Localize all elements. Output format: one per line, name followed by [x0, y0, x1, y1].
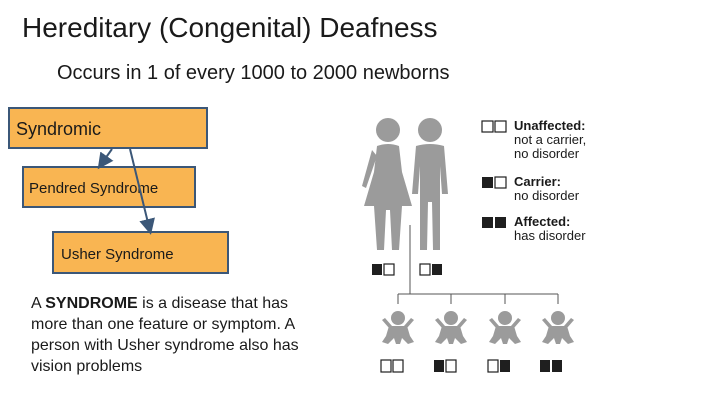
child1-allele-2: [392, 359, 404, 373]
baby-icon-4: [542, 311, 574, 344]
mother-allele-2: [383, 263, 395, 276]
legend-carrier-square-2: [494, 176, 507, 189]
page-subtitle: Occurs in 1 of every 1000 to 2000 newbor…: [57, 62, 450, 84]
child4-allele-1: [540, 360, 550, 372]
child1-allele-1: [380, 359, 392, 373]
desc-prefix: A: [31, 295, 46, 312]
inheritance-diagram: Unaffected: not a carrier, no disorder C…: [362, 118, 624, 373]
mother-icon: [362, 118, 412, 250]
usher-syndrome-label: Usher Syndrome: [61, 246, 174, 263]
father-icon: [412, 118, 448, 250]
legend-carrier-square-1: [482, 177, 493, 188]
child4-allele-2: [552, 360, 562, 372]
children-figures: [382, 311, 574, 344]
legend-affected: Affected: has disorder: [514, 215, 624, 243]
legend-affected-line1: has disorder: [514, 228, 586, 243]
legend-affected-square-1: [482, 217, 493, 228]
desc-bold-term: SYNDROME: [45, 295, 138, 312]
legend-carrier-line1: no disorder: [514, 188, 580, 203]
legend-unaffected-title: Unaffected:: [514, 119, 586, 133]
pendred-syndrome-label: Pendred Syndrome: [29, 180, 159, 197]
father-allele-2: [432, 264, 442, 275]
legend-unaffected-line1: not a carrier,: [514, 132, 587, 147]
syndrome-description: A SYNDROME is a disease that has more th…: [31, 293, 321, 377]
syndromic-label: Syndromic: [16, 119, 102, 139]
legend-affected-square-2: [495, 217, 506, 228]
legend-unaffected-line2: no disorder: [514, 146, 580, 161]
legend-carrier: Carrier: no disorder: [514, 175, 624, 203]
legend-squares: [481, 120, 507, 228]
legend-carrier-title: Carrier:: [514, 175, 561, 189]
arrow-to-pendred: [97, 148, 114, 170]
parent-genotypes: [372, 263, 442, 276]
legend-unaffected-square-1: [481, 120, 494, 133]
pendred-syndrome-box: Pendred Syndrome: [22, 166, 196, 208]
mother-allele-1: [372, 264, 382, 275]
syndromic-box: Syndromic: [8, 107, 208, 149]
father-allele-1: [419, 263, 431, 276]
desc-rest: is a disease that has more than one feat…: [31, 295, 299, 375]
child2-allele-2: [445, 359, 457, 373]
legend-affected-title: Affected:: [514, 215, 571, 229]
pedigree-lines: [397, 225, 559, 304]
child3-allele-2: [500, 360, 510, 372]
parent-figures: [362, 118, 448, 250]
baby-icon-3: [489, 311, 521, 344]
baby-icon-1: [382, 311, 414, 344]
legend-unaffected-square-2: [494, 120, 507, 133]
page-title: Hereditary (Congenital) Deafness: [22, 12, 438, 43]
usher-syndrome-box: Usher Syndrome: [52, 231, 229, 274]
child3-allele-1: [487, 359, 499, 373]
child2-allele-1: [434, 360, 444, 372]
children-genotypes: [380, 359, 562, 373]
baby-icon-2: [435, 311, 467, 344]
legend-unaffected: Unaffected: not a carrier, no disorder: [514, 119, 624, 161]
